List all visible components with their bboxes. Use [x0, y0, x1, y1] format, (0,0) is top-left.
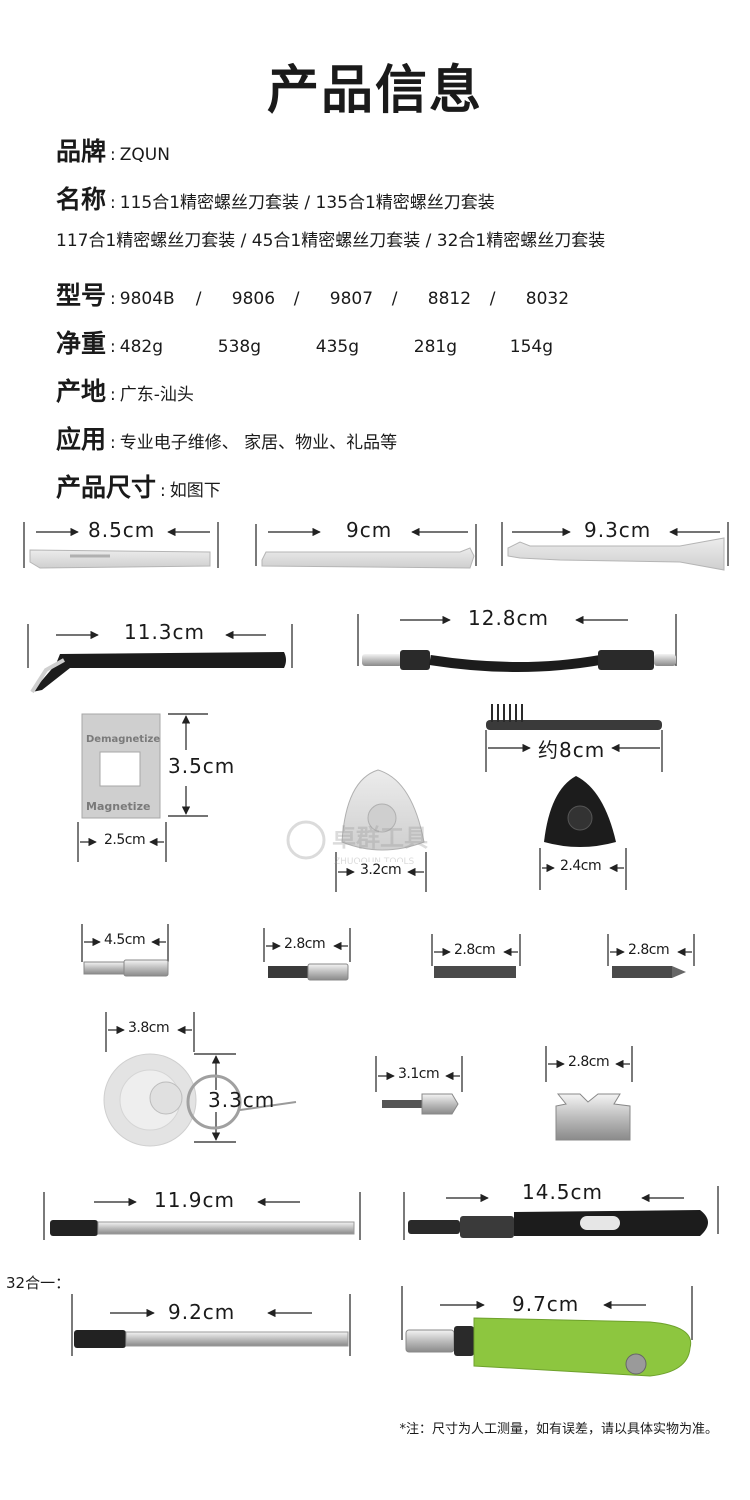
suction-width: 3.8cm — [126, 1020, 172, 1036]
label-32in1: 32合一： — [6, 1274, 71, 1292]
usage-label: 应用 — [56, 425, 107, 454]
info-name: 名称:115合1精密螺丝刀套装 / 135合1精密螺丝刀套装 — [56, 185, 495, 214]
pry-c-size: 9.3cm — [580, 518, 656, 542]
pry-b-size: 9cm — [342, 518, 397, 542]
adapter-a-size: 4.5cm — [102, 932, 148, 948]
black-handle-size: 14.5cm — [518, 1180, 608, 1204]
page-title: 产品信息 — [266, 61, 483, 121]
flex-shaft-size: 12.8cm — [464, 606, 554, 630]
info-usage: 应用:专业电子维修、 家居、物业、礼品等 — [56, 425, 398, 454]
info-model: 型号:9804B/9806/9807/8812/8032 — [56, 276, 569, 312]
name-label: 名称 — [56, 185, 107, 214]
info-brand: 品牌:ZQUN — [56, 137, 170, 166]
green-handle-size: 9.7cm — [508, 1292, 584, 1316]
magnetizer-width: 2.5cm — [102, 832, 148, 848]
info-size: 产品尺寸:如图下 — [56, 473, 221, 502]
magnetizer-bottom-text: Magnetize — [86, 800, 150, 813]
size-label: 产品尺寸 — [56, 473, 157, 502]
spanner-size: 3.1cm — [396, 1066, 442, 1082]
model-label: 型号 — [56, 281, 107, 310]
ext-bar-b-size: 9.2cm — [164, 1300, 240, 1324]
pick-grey-size: 3.2cm — [358, 862, 404, 878]
origin-value: 广东-汕头 — [119, 385, 194, 405]
name-value: 115合1精密螺丝刀套装 / 135合1精密螺丝刀套装 — [119, 193, 495, 213]
origin-label: 产地 — [56, 377, 107, 406]
measurement-note: *注：尺寸为人工测量，如有误差，请以具体实物为准。 — [399, 1422, 718, 1437]
name-value-2: 117合1精密螺丝刀套装 / 45合1精密螺丝刀套装 / 32合1精密螺丝刀套装 — [56, 231, 606, 251]
magnetizer-top-text: Demagnetize — [86, 734, 160, 745]
adapter-d-size: 2.8cm — [626, 942, 672, 958]
brand-value: ZQUN — [119, 145, 170, 165]
suction-height: 3.3cm — [208, 1088, 276, 1112]
adapter-b-size: 2.8cm — [282, 936, 328, 952]
tweezers-size: 11.3cm — [120, 620, 210, 644]
size-value: 如图下 — [169, 481, 221, 501]
info-origin: 产地:广东-汕头 — [56, 377, 194, 406]
pick-black-size: 2.4cm — [558, 858, 604, 874]
weight-label: 净重 — [56, 329, 107, 358]
pry-a-size: 8.5cm — [84, 518, 160, 542]
brand-label: 品牌 — [56, 137, 107, 166]
info-name-line2: 117合1精密螺丝刀套装 / 45合1精密螺丝刀套装 / 32合1精密螺丝刀套装 — [56, 226, 605, 251]
magnetizer-size: 3.5cm — [164, 754, 240, 778]
ext-bar-a-size: 11.9cm — [150, 1188, 240, 1212]
brush-size: 约8cm — [534, 734, 610, 763]
usage-value: 专业电子维修、 家居、物业、礼品等 — [119, 433, 398, 453]
watermark-cn: 卓群工具 — [332, 824, 428, 852]
y-tool-size: 2.8cm — [566, 1054, 612, 1070]
watermark: 卓群工具 ZHUOQUN TOOLS — [286, 820, 428, 867]
adapter-c-size: 2.8cm — [452, 942, 498, 958]
